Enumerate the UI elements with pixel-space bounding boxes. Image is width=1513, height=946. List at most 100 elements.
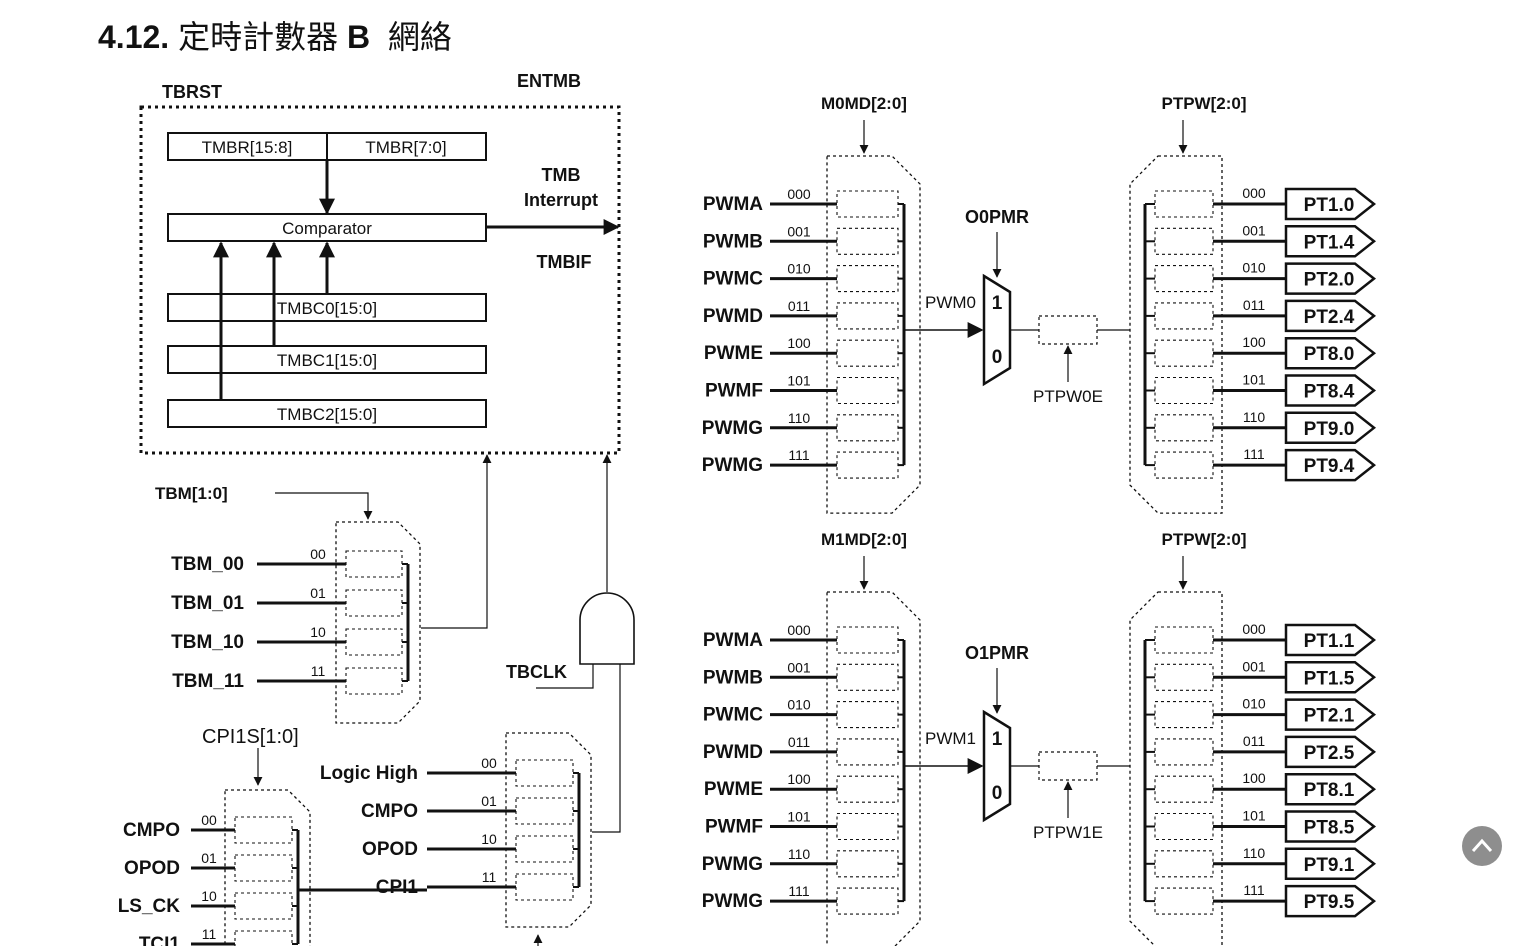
pwm-input-mux-input-label: PWMG xyxy=(702,854,763,875)
pin-output-label: PT1.5 xyxy=(1304,668,1355,689)
pin-select-label: PTPW[2:0] xyxy=(1162,530,1247,549)
tmbc0-label: TMBC0[15:0] xyxy=(277,299,377,318)
pwm-input-mux-input-code: 001 xyxy=(787,659,811,675)
pwm-input-mux-input-code: 111 xyxy=(788,883,809,899)
pwm-output-slot xyxy=(1154,265,1214,293)
routing-labels: TBM[1:0] TBCLK CPI1S[1:0] xyxy=(155,484,567,748)
pin-output-port xyxy=(1284,187,1377,221)
pin-output-port xyxy=(1284,448,1377,482)
tmbif-label: TMBIF xyxy=(537,252,592,272)
tmbr-lo-label: TMBR[7:0] xyxy=(365,138,446,157)
two-to-one-mux xyxy=(982,709,1012,823)
cpi-mux-slot xyxy=(234,892,293,920)
cpi-mux-input-code: 10 xyxy=(201,888,217,904)
pwm-input-mux-input-label: PWME xyxy=(704,343,763,364)
pin-output-label: PT9.4 xyxy=(1304,456,1355,477)
pwm-input-mux-input-code: 011 xyxy=(788,298,811,314)
pwm-input-mux-input-label: PWMA xyxy=(703,630,763,651)
pwm-output-slot xyxy=(1154,850,1214,878)
pwm-input-mux-slot xyxy=(836,190,899,218)
mux-input-one: 1 xyxy=(992,293,1003,314)
pwm-input-mux-input-label: PWMB xyxy=(703,231,763,252)
tbm-mux-input-code: 01 xyxy=(310,585,326,601)
pin-output-label: PT2.4 xyxy=(1304,307,1355,328)
timer-dotted-frame xyxy=(139,105,621,455)
pwm-output-slot xyxy=(1154,190,1214,218)
pin-output-label: PT9.0 xyxy=(1304,419,1355,440)
tbm-mux-input-code: 10 xyxy=(310,624,326,640)
tbm-select-label: TBM[1:0] xyxy=(155,484,228,503)
pwm-input-mux-slot xyxy=(836,414,899,442)
pin-output-port xyxy=(1284,374,1377,407)
clk-mux-slot xyxy=(515,759,574,787)
pwm-output-slot xyxy=(1154,775,1214,803)
tbm-mux-input-code: 11 xyxy=(311,663,326,679)
mux-input-zero: 0 xyxy=(992,347,1003,368)
enable-label: PTPW0E xyxy=(1033,387,1103,406)
pwm-output-code: 101 xyxy=(1242,808,1266,824)
pin-output-port xyxy=(1284,847,1377,881)
pwm-output-code: 000 xyxy=(1242,621,1266,637)
pwm-input-mux-slot xyxy=(836,887,899,915)
pwm-output-slot xyxy=(1154,701,1214,729)
clk-mux-input-label: Logic High xyxy=(320,763,418,784)
tmbc2-register xyxy=(167,399,487,428)
pin-output-port xyxy=(1284,772,1377,806)
tbm-mux-slot xyxy=(345,550,403,578)
clk-mux-input-label: CMPO xyxy=(361,801,418,822)
pwm-input-mux-slot xyxy=(836,227,899,255)
mux-input-zero: 0 xyxy=(992,783,1003,804)
cpi-mux-input-code: 01 xyxy=(201,850,217,866)
tbm-mux-input-label: TBM_00 xyxy=(171,554,244,575)
pwm-input-mux-input-label: PWMD xyxy=(703,306,763,327)
pin-output-label: PT8.1 xyxy=(1304,780,1355,801)
pwm-input-mux-slot xyxy=(836,451,899,479)
enable-gate xyxy=(1038,751,1098,781)
tbm-mux-slot xyxy=(345,667,403,695)
pwm-input-mux-input-code: 000 xyxy=(787,186,811,202)
pwm-output-code: 100 xyxy=(1242,334,1266,350)
routing-wires xyxy=(253,454,635,946)
pwm-input-mux-outline xyxy=(826,155,921,514)
pwm-input-mux-input-code: 101 xyxy=(787,373,811,389)
mode-select-label: M1MD[2:0] xyxy=(821,530,907,549)
pwm-input-mux-slot xyxy=(836,850,899,878)
interrupt-label: Interrupt xyxy=(524,190,598,210)
clk-mux-input-code: 00 xyxy=(481,755,497,771)
pin-output-label: PT8.0 xyxy=(1304,344,1355,365)
enable-label: PTPW1E xyxy=(1033,823,1103,842)
mux-input-one: 1 xyxy=(992,729,1003,750)
pwm-output-code: 011 xyxy=(1243,733,1266,749)
pin-output-label: PT2.5 xyxy=(1304,743,1355,764)
pwm-input-mux-input-label: PWMA xyxy=(703,194,763,215)
pwm-input-mux-input-label: PWMF xyxy=(705,381,763,402)
tbm-mux-outline xyxy=(335,521,421,724)
tmbc1-register xyxy=(167,345,487,374)
pwm-output-slot xyxy=(1154,812,1214,841)
pmr-label: O1PMR xyxy=(965,643,1029,663)
pin-output-label: PT8.5 xyxy=(1304,818,1355,839)
scroll-to-top-button[interactable] xyxy=(1462,826,1502,866)
pwm-output-slot xyxy=(1154,414,1214,442)
pwm-input-mux-slot xyxy=(836,376,899,405)
clk-mux-outline xyxy=(505,732,592,928)
pwm-output-name: PWM1 xyxy=(925,729,976,748)
pwm-input-mux-slot xyxy=(836,738,899,766)
page-title: 4.12. 定時計數器 B 網絡 xyxy=(98,12,452,58)
pwm-output-slot xyxy=(1154,626,1214,654)
pwm-input-mux-slot xyxy=(836,302,899,330)
pwm-input-mux-input-code: 000 xyxy=(787,622,811,638)
tmbr-hi-label: TMBR[15:8] xyxy=(202,138,293,157)
tbm-mux-slot xyxy=(345,589,403,617)
cpi-mux-input-label: CMPO xyxy=(123,820,180,841)
title-text-c: 網絡 xyxy=(387,19,452,55)
comparator-label: Comparator xyxy=(282,219,372,238)
tbclk-label: TBCLK xyxy=(506,662,567,682)
pwm-output-code: 110 xyxy=(1243,409,1266,425)
cpi-mux-input-code: 11 xyxy=(202,926,217,942)
pwm-output-slot xyxy=(1154,887,1214,915)
pwm-output-code: 110 xyxy=(1243,845,1266,861)
